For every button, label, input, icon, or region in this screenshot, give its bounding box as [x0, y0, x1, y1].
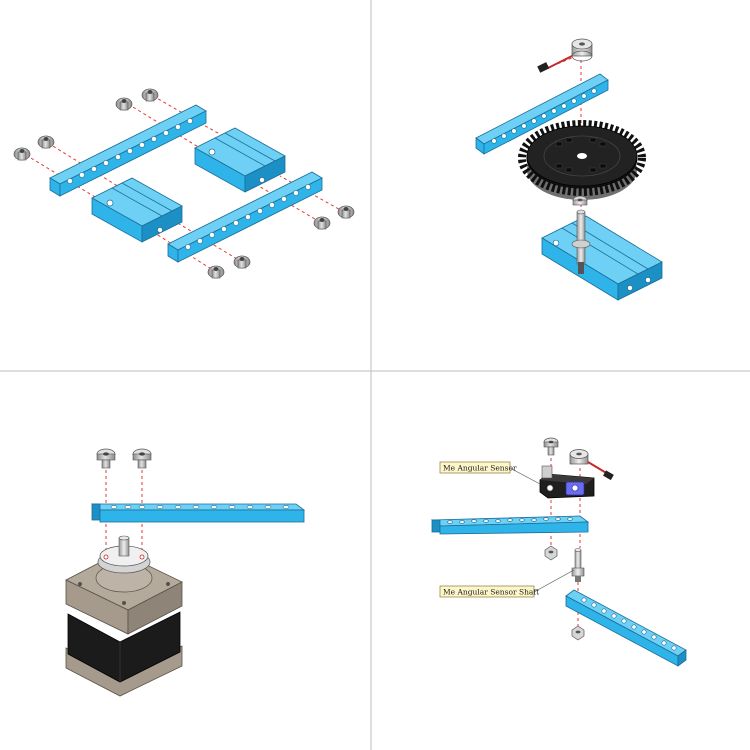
coupling-icon	[97, 535, 151, 574]
bracket-back	[194, 127, 286, 193]
panel-step-2	[475, 38, 663, 301]
screw-icon	[543, 437, 559, 456]
callout-angular-sensor-shaft: Me Angular Sensor Shaft	[439, 569, 575, 598]
callout-angular-sensor-label: Me Angular Sensor	[443, 464, 517, 473]
screw-icon	[13, 147, 31, 161]
panel-step-1	[13, 88, 355, 279]
screw-icon	[115, 97, 133, 111]
nut-icon	[544, 545, 558, 561]
callout-angular-sensor-shaft-label: Me Angular Sensor Shaft	[443, 588, 539, 597]
screw-icon	[96, 448, 116, 469]
stepper-motor	[65, 551, 183, 697]
bracket-front	[91, 177, 183, 243]
screw-icon	[313, 216, 331, 230]
sensor-puck-icon	[571, 38, 593, 62]
shaft-icon	[571, 209, 591, 274]
cable-icon	[537, 55, 573, 73]
screw-icon	[337, 205, 355, 219]
beam	[90, 503, 306, 523]
bracket	[541, 215, 663, 301]
angular-sensor-module	[539, 465, 595, 499]
screw-icon	[207, 265, 225, 279]
beam-back	[49, 104, 207, 197]
screw-icon	[132, 448, 152, 469]
panel-step-4: Me Angular Sensor Me Angular Sensor Shaf…	[430, 437, 687, 667]
beam	[475, 73, 609, 155]
screw-icon	[233, 255, 251, 269]
sensor-shaft-icon	[571, 548, 585, 582]
callout-angular-sensor: Me Angular Sensor	[439, 461, 541, 485]
beam	[565, 589, 687, 667]
spacer-icon	[572, 195, 588, 206]
screw-icon	[37, 135, 55, 149]
nut-icon	[571, 625, 585, 641]
sensor-puck-icon	[569, 449, 589, 465]
gear-icon	[518, 120, 646, 200]
panel-step-3	[65, 448, 306, 697]
cable-icon	[587, 461, 614, 481]
screw-icon	[141, 88, 159, 102]
beam-front	[167, 171, 323, 263]
beam	[430, 515, 590, 535]
